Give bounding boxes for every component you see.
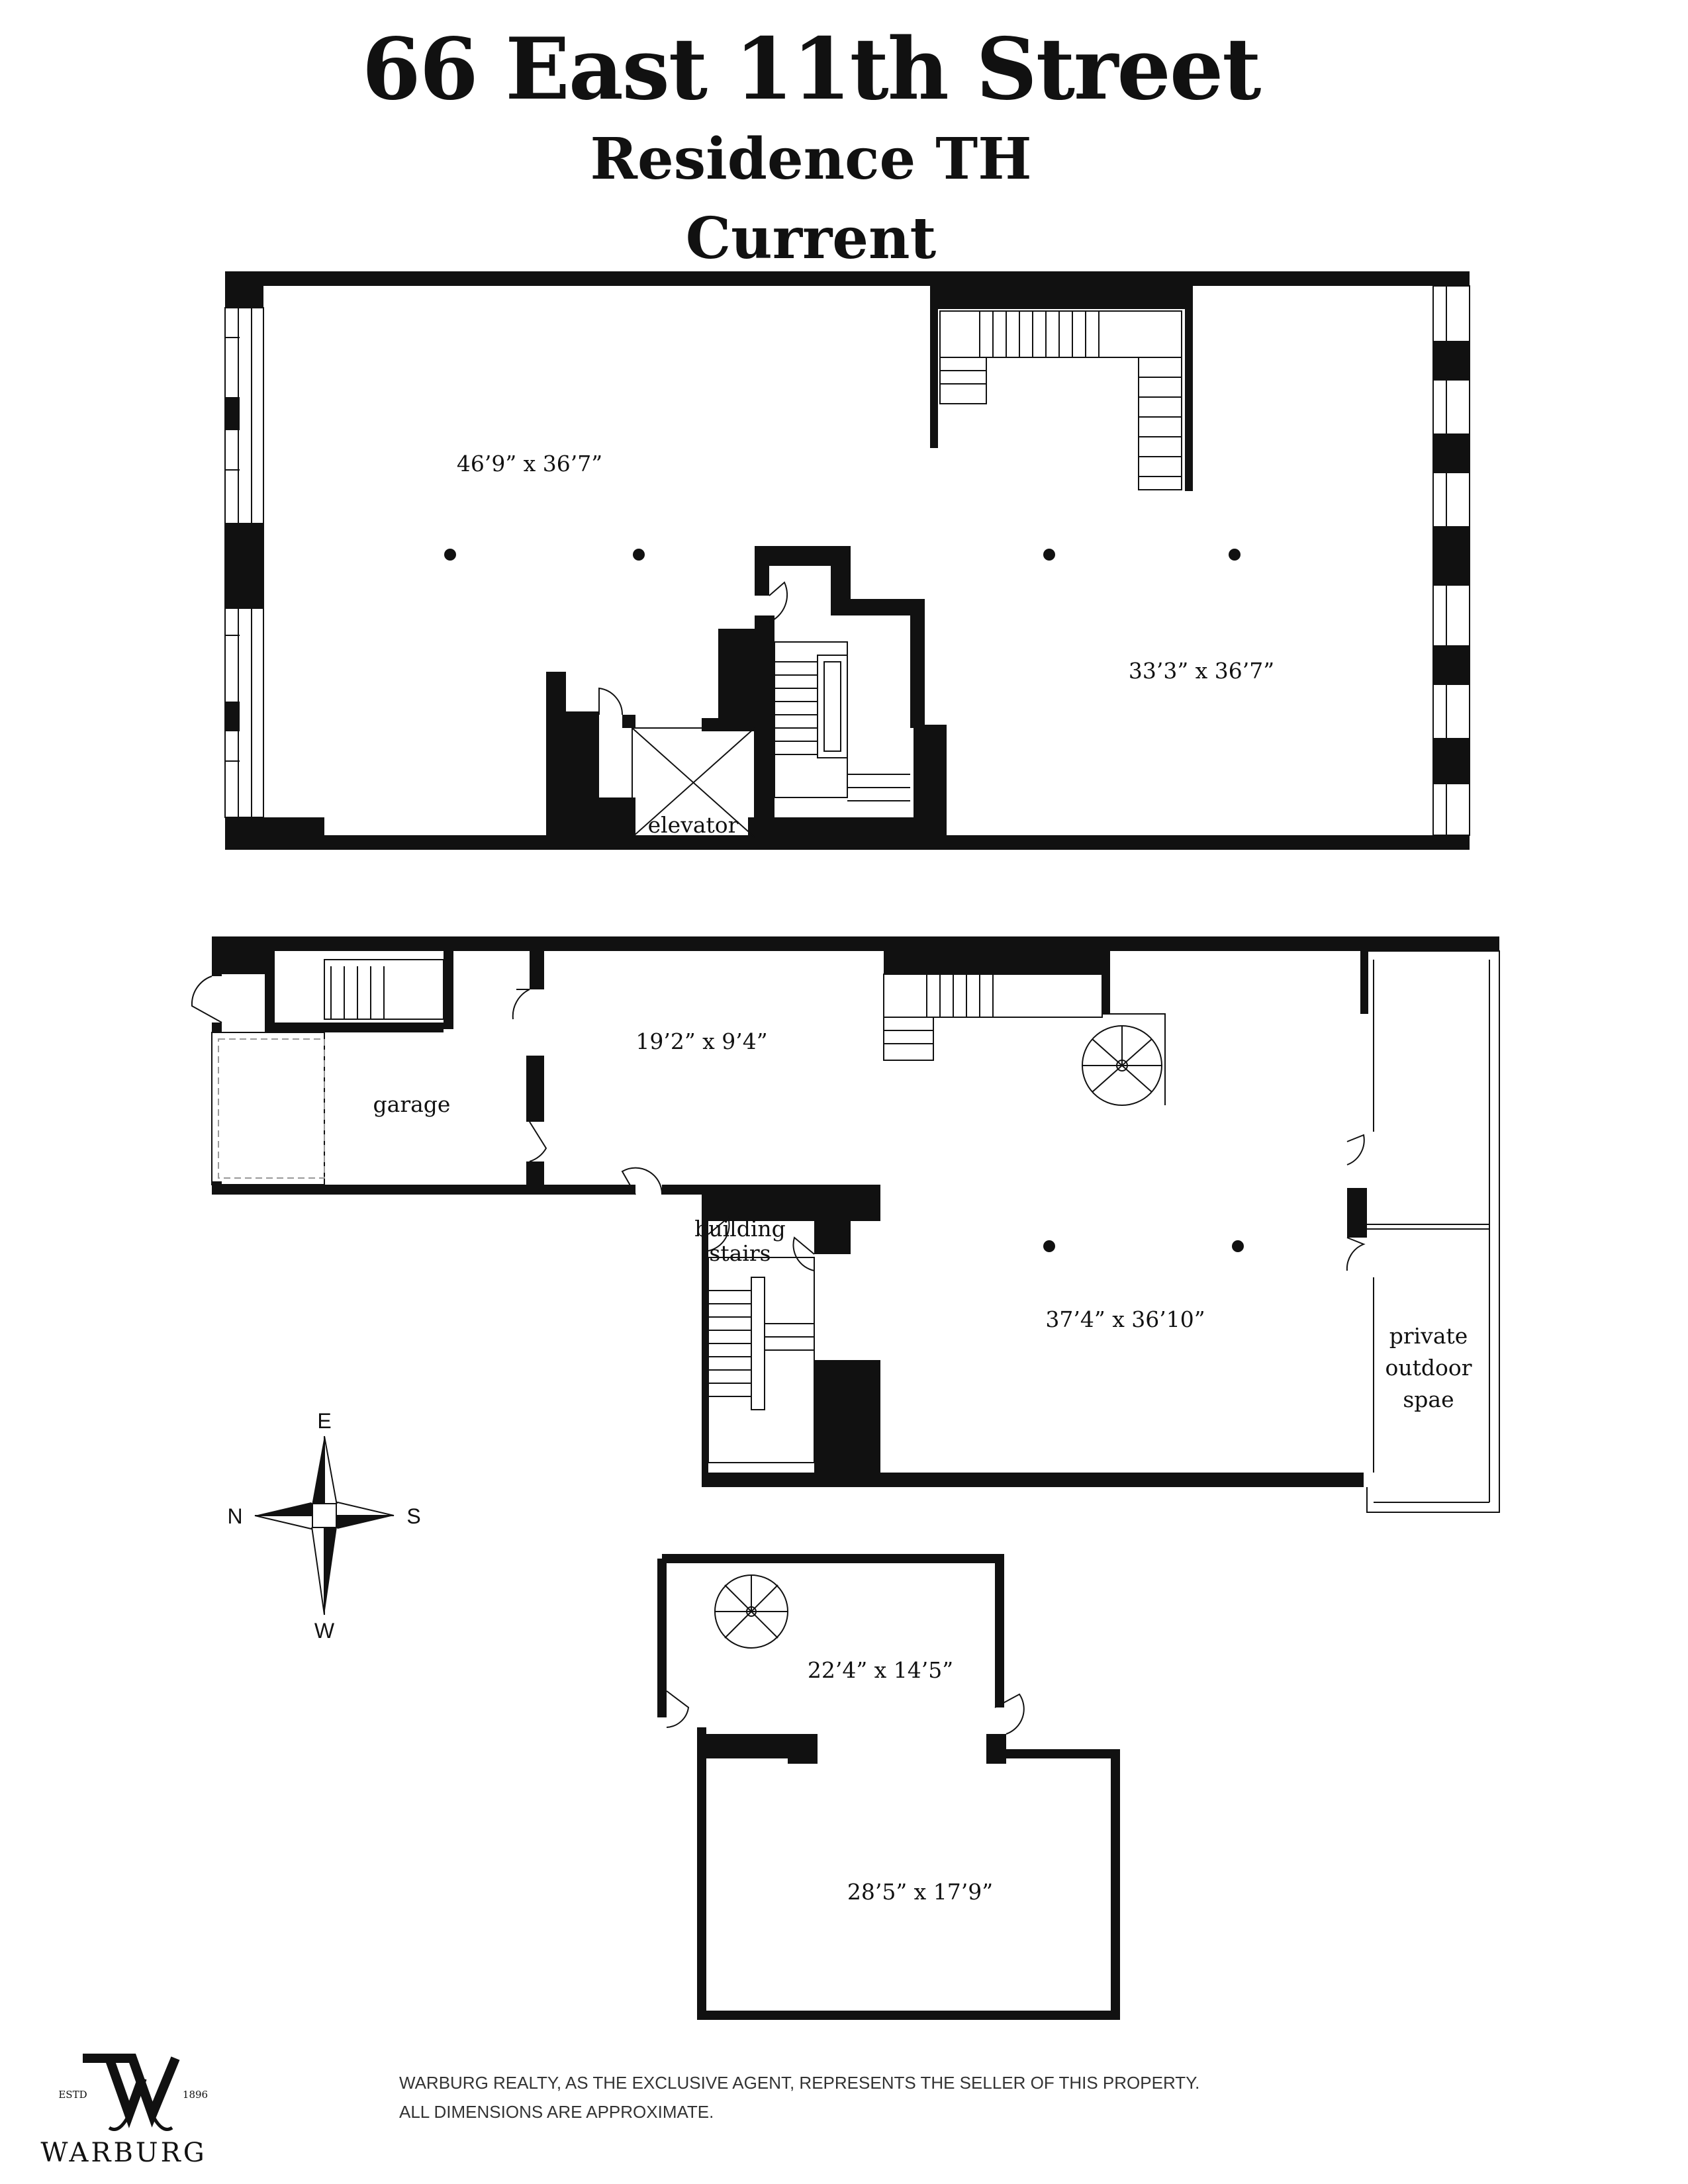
disclaimer: WARBURG REALTY, AS THE EXCLUSIVE AGENT, …	[399, 2068, 1199, 2126]
main-level-plan	[191, 936, 1500, 1513]
logo-estd-text: ESTD	[58, 2089, 87, 2101]
building-stairs-label-line2: stairs	[709, 1240, 771, 1266]
disclaimer-line-1: WARBURG REALTY, AS THE EXCLUSIVE AGENT, …	[399, 2073, 1200, 2093]
compass-west-label: W	[314, 1619, 335, 1643]
warburg-logo-icon: ESTD 1896	[58, 2054, 208, 2131]
outdoor-space-label-line2: outdoor	[1385, 1355, 1472, 1381]
brand-name: WARBURG	[40, 2138, 207, 2168]
compass-south-label: S	[406, 1504, 420, 1528]
compass-rose-icon	[254, 1435, 395, 1615]
garage-label: garage	[373, 1091, 451, 1117]
disclaimer-line-2: ALL DIMENSIONS ARE APPROXIMATE.	[399, 2102, 714, 2122]
outdoor-space-label-line3: spae	[1403, 1387, 1454, 1412]
room-dimension-living: 46’9” x 36’7”	[457, 451, 602, 477]
room-dimension-lower-upper-room: 22’4” x 14’5”	[808, 1657, 953, 1683]
lower-level-plan	[657, 1554, 1120, 2020]
room-dimension-foyer: 19’2” x 9’4”	[635, 1028, 767, 1054]
room-dimension-east-room: 33’3” x 36’7”	[1129, 658, 1274, 684]
upper-level-plan	[224, 271, 1470, 850]
room-dimension-main-room: 37’4” x 36’10”	[1045, 1306, 1205, 1332]
compass-east-label: E	[317, 1409, 331, 1433]
plan-status: Current	[685, 205, 937, 272]
property-address: 66 East 11th Street	[361, 20, 1262, 119]
compass-north-label: N	[227, 1504, 242, 1528]
outdoor-space-label-line1: private	[1389, 1323, 1468, 1349]
residence-name: Residence TH	[590, 126, 1032, 193]
room-dimension-lower-main-room: 28’5” x 17’9”	[847, 1879, 993, 1905]
elevator-label: elevator	[648, 812, 739, 838]
building-stairs-label-line1: building	[694, 1216, 786, 1242]
logo-year-text: 1896	[183, 2089, 208, 2101]
